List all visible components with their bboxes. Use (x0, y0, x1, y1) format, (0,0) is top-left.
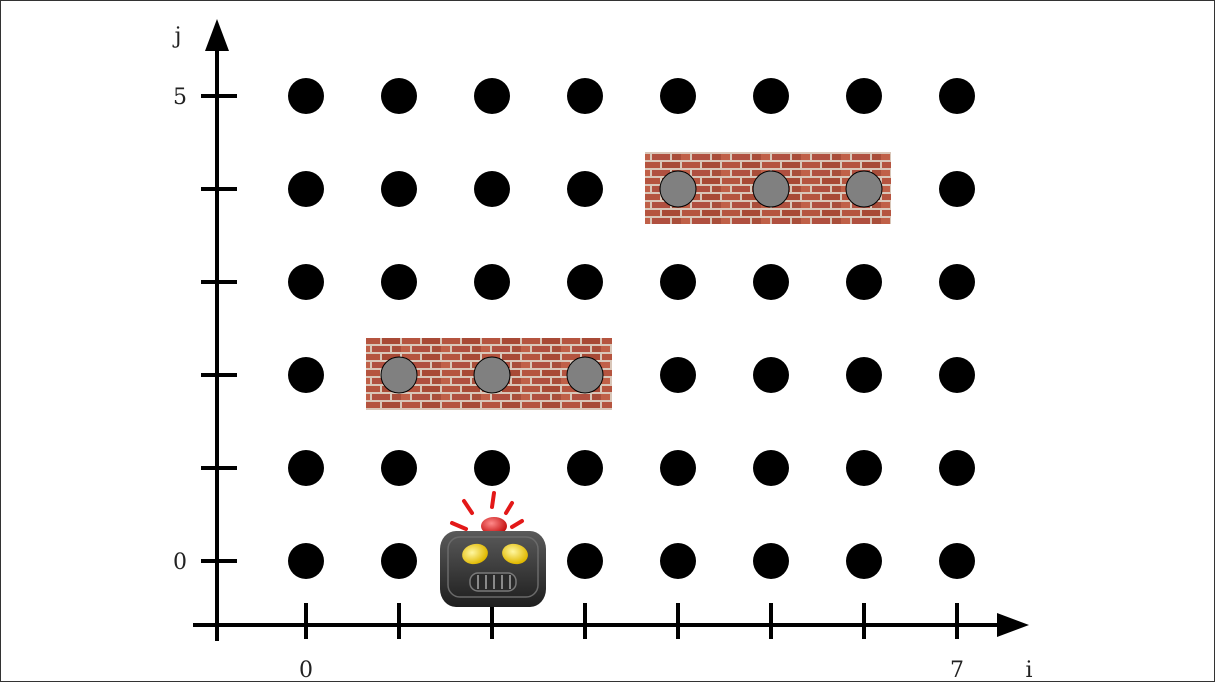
siren-ray-5 (512, 521, 522, 527)
x-tick-label-0: 0 (299, 658, 313, 681)
grid-point-5-2 (753, 357, 789, 393)
y-axis-arrow (205, 19, 229, 51)
robot-layer (440, 493, 546, 607)
grid-point-1-0 (381, 543, 417, 579)
grid-point-2-3 (474, 264, 510, 300)
grid-point-7-5 (939, 78, 975, 114)
grid-point-1-4 (381, 171, 417, 207)
grid-point-2-4 (474, 171, 510, 207)
grid-point-6-2 (846, 357, 882, 393)
grid-point-6-1 (846, 450, 882, 486)
grid-point-3-1 (567, 450, 603, 486)
x-axis-label: i (1025, 658, 1032, 681)
grid-point-0-4 (288, 171, 324, 207)
grid-point-2-1 (474, 450, 510, 486)
grid-point-5-1 (753, 450, 789, 486)
grid-point-3-5 (567, 78, 603, 114)
grid-point-4-3 (660, 264, 696, 300)
grid-point-1-1 (381, 450, 417, 486)
siren-ray-1 (452, 523, 466, 529)
grid-point-2-5 (474, 78, 510, 114)
grid-point-4-5 (660, 78, 696, 114)
siren-ray-2 (464, 501, 472, 513)
siren-ray-4 (506, 503, 512, 513)
grid-point-0-5 (288, 78, 324, 114)
grid-point-5-0 (753, 543, 789, 579)
y-tick-label-5: 5 (173, 85, 187, 110)
grid-point-4-1 (660, 450, 696, 486)
grid-point-6-5 (846, 78, 882, 114)
grid-point-3-3 (567, 264, 603, 300)
grid-point-0-0 (288, 543, 324, 579)
grid-point-7-3 (939, 264, 975, 300)
x-tick-label-7: 7 (950, 658, 964, 681)
x-axis-arrow (997, 613, 1029, 637)
blocked-grid-point-6-4 (846, 171, 882, 207)
grid-point-7-1 (939, 450, 975, 486)
grid-point-4-0 (660, 543, 696, 579)
grid-point-4-2 (660, 357, 696, 393)
grid-point-7-4 (939, 171, 975, 207)
grid-point-1-5 (381, 78, 417, 114)
grid-point-0-3 (288, 264, 324, 300)
grid-point-5-3 (753, 264, 789, 300)
blocked-grid-point-3-2 (567, 357, 603, 393)
robot-icon (440, 493, 546, 607)
y-tick-label-0: 0 (173, 550, 187, 575)
grid-point-1-3 (381, 264, 417, 300)
grid-point-6-0 (846, 543, 882, 579)
grid-point-7-0 (939, 543, 975, 579)
grid-point-0-2 (288, 357, 324, 393)
grid-point-0-1 (288, 450, 324, 486)
grid-point-6-3 (846, 264, 882, 300)
blocked-grid-point-1-2 (381, 357, 417, 393)
blocked-grid-point-4-4 (660, 171, 696, 207)
grid-point-5-5 (753, 78, 789, 114)
y-axis-label: j (172, 24, 182, 49)
grid-point-7-2 (939, 357, 975, 393)
siren-ray-3 (492, 493, 494, 507)
grid-point-3-0 (567, 543, 603, 579)
grid-point-3-4 (567, 171, 603, 207)
blocked-grid-point-5-4 (753, 171, 789, 207)
blocked-grid-point-2-2 (474, 357, 510, 393)
walls-layer (366, 152, 891, 410)
